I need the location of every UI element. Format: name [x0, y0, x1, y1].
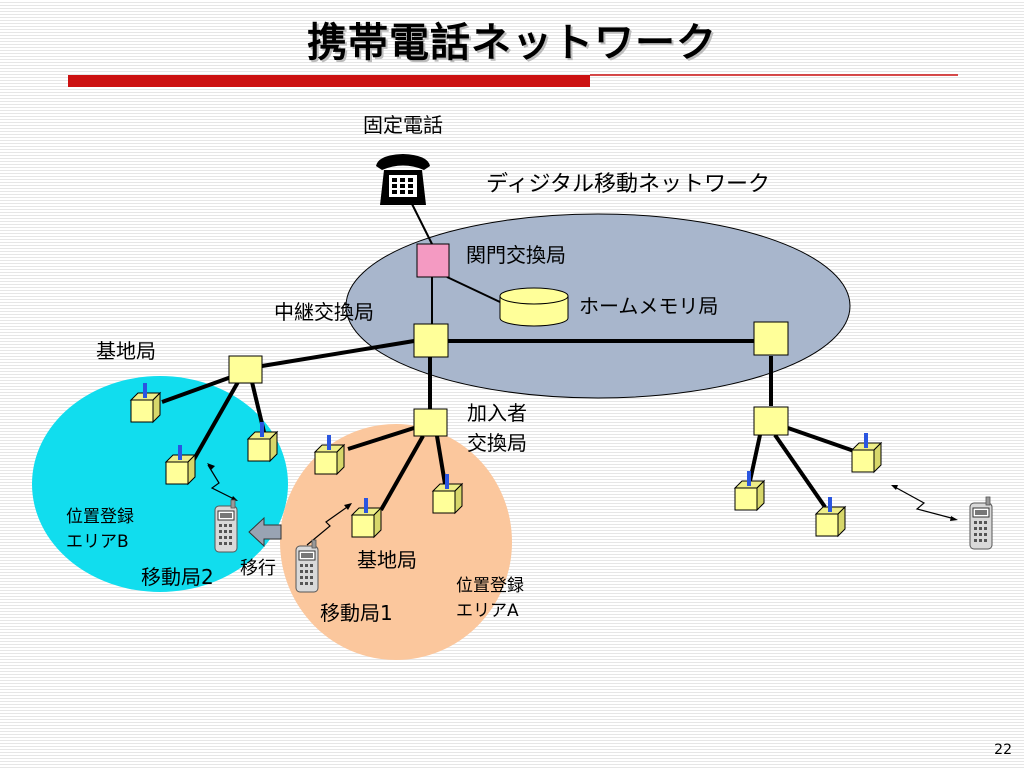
home-memory-database-icon — [499, 287, 569, 327]
fixed-phone-label: 固定電話 — [363, 113, 443, 137]
telephone-icon — [376, 154, 430, 205]
base-station-controller-b — [228, 355, 263, 384]
base-station-label-top: 基地局 — [96, 339, 156, 363]
move-label: 移行 — [240, 558, 276, 579]
connection-lines — [161, 187, 855, 511]
digital-network-region — [345, 213, 851, 399]
subscriber-exchange-node-a — [413, 408, 448, 437]
page-number: 22 — [994, 742, 1012, 758]
subscriber-exchange-node-right — [753, 406, 789, 436]
relay-exchange-node-2 — [753, 321, 789, 356]
slide-title: 携帯電話ネットワーク — [307, 20, 717, 66]
area-b-label-line2: エリアB — [66, 532, 129, 552]
gateway-exchange-node — [416, 243, 450, 278]
home-memory-label: ホームメモリ局 — [579, 294, 718, 318]
area-a-label-line1: 位置登録 — [456, 576, 524, 596]
mobile-phone-icon — [214, 499, 238, 553]
area-b-label-line1: 位置登録 — [66, 507, 134, 527]
base-station-label-bottom: 基地局 — [357, 548, 417, 572]
relay-exchange-label: 中継交換局 — [274, 300, 374, 324]
area-a-label-line2: エリアA — [456, 601, 519, 621]
relay-exchange-node-1 — [413, 323, 449, 358]
radio-link-lines — [207, 464, 956, 546]
title-accent-bar — [68, 75, 590, 87]
mobile-station-2-label: 移動局2 — [141, 565, 214, 589]
area-a-region — [280, 424, 512, 660]
subscriber-exchange-label-line2: 交換局 — [467, 431, 527, 455]
digital-network-label: ディジタル移動ネットワーク — [486, 172, 770, 197]
base-station-icon — [851, 432, 882, 473]
gateway-exchange-label: 関門交換局 — [466, 243, 566, 267]
subscriber-exchange-label-line1: 加入者 — [467, 401, 527, 425]
move-arrow-icon — [248, 516, 282, 548]
base-station-icon — [734, 470, 765, 511]
mobile-phone-icon — [295, 539, 319, 593]
mobile-station-1-label: 移動局1 — [320, 601, 393, 625]
mobile-phone-icon — [969, 496, 993, 550]
